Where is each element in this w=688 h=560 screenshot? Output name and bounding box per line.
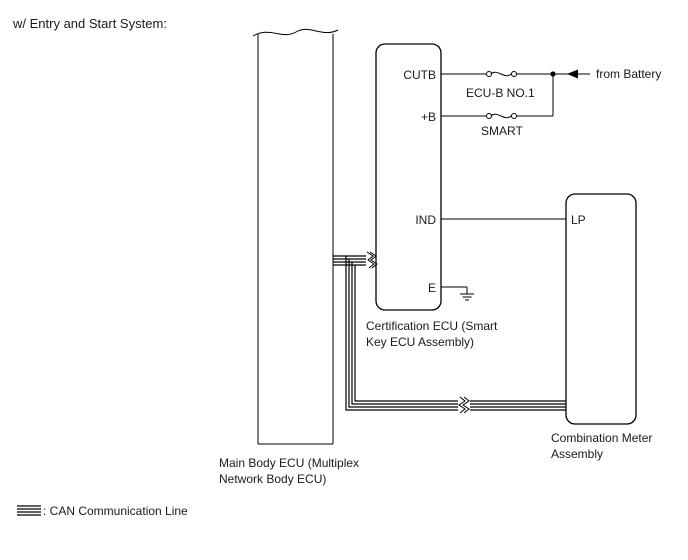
pin-ind: IND	[415, 213, 436, 227]
can-line-main-to-meter	[345, 256, 566, 414]
main-body-ecu-label-line2: Network Body ECU)	[219, 472, 326, 486]
main-body-ecu-label-line1: Main Body ECU (Multiplex	[219, 456, 359, 470]
diagram-title: w/ Entry and Start System:	[12, 16, 167, 31]
battery-arrow-icon	[567, 69, 578, 79]
break-mark	[252, 28, 339, 37]
can-break-mark	[366, 251, 375, 269]
certification-ecu-label-line1: Certification ECU (Smart	[366, 319, 498, 333]
can-break-mark	[369, 251, 378, 269]
combination-meter	[565, 193, 637, 425]
fuse-terminal	[486, 71, 492, 77]
combination-meter-label-line1: Combination Meter	[551, 431, 652, 445]
cutb-wire	[441, 69, 590, 79]
pin-plus-b: +B	[421, 110, 436, 124]
pin-lp: LP	[571, 213, 586, 227]
combination-meter-label-line2: Assembly	[551, 447, 603, 461]
fuse-smart-label: SMART	[481, 124, 523, 138]
certification-ecu	[375, 43, 442, 311]
fuse-ecub-label: ECU-B NO.1	[466, 86, 535, 100]
ground-icon	[441, 286, 474, 301]
can-break-mark	[458, 396, 466, 414]
fuse-terminal	[486, 113, 492, 119]
can-break-mark	[462, 396, 470, 414]
battery-label: from Battery	[596, 67, 661, 81]
pin-e: E	[428, 281, 436, 295]
pin-cutb: CUTB	[403, 68, 436, 82]
main-body-ecu	[252, 28, 339, 445]
certification-ecu-label-line2: Key ECU Assembly)	[366, 335, 474, 349]
fuse-terminal	[511, 71, 517, 77]
can-legend-label: : CAN Communication Line	[43, 504, 188, 518]
fuse-smart-symbol	[490, 113, 512, 119]
plus-b-wire	[441, 74, 554, 119]
fuse-terminal	[511, 113, 517, 119]
can-legend-swatch	[17, 505, 41, 516]
fuse-ecub-symbol	[490, 71, 512, 77]
